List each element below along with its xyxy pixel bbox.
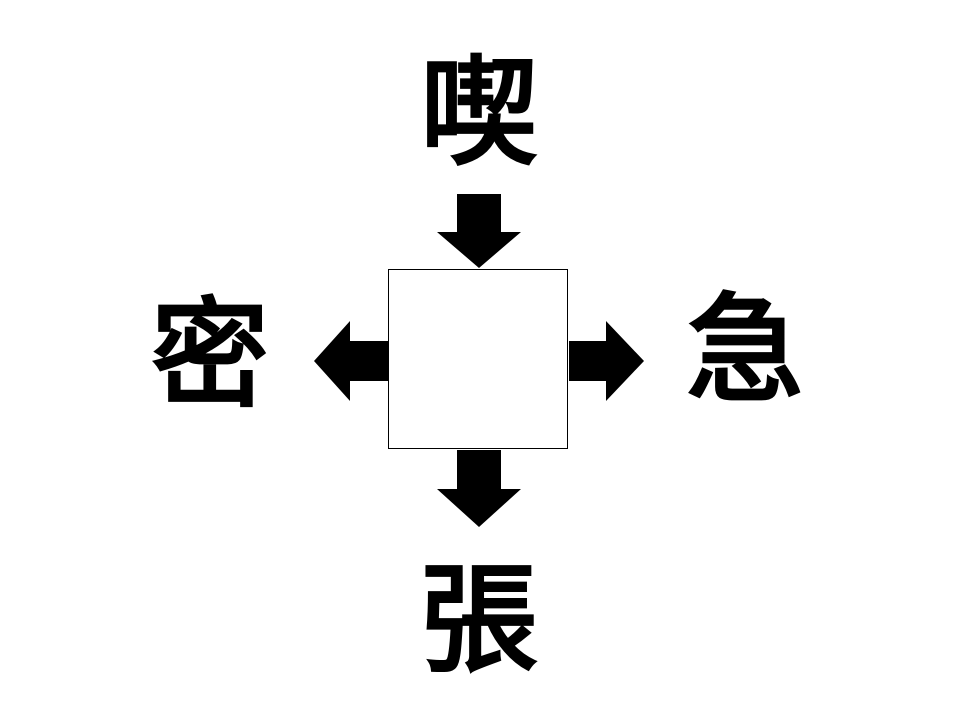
answer-box[interactable] <box>388 269 568 449</box>
clue-kanji-left: 密 <box>150 286 269 424</box>
arrow-right-icon <box>569 321 644 401</box>
arrow-down-icon <box>437 194 521 268</box>
clue-kanji-bottom: 張 <box>419 551 538 689</box>
clue-kanji-top: 喫 <box>419 44 538 182</box>
arrow-down-icon <box>437 450 521 527</box>
clue-kanji-right: 急 <box>685 281 804 419</box>
arrow-left-icon <box>314 321 388 401</box>
